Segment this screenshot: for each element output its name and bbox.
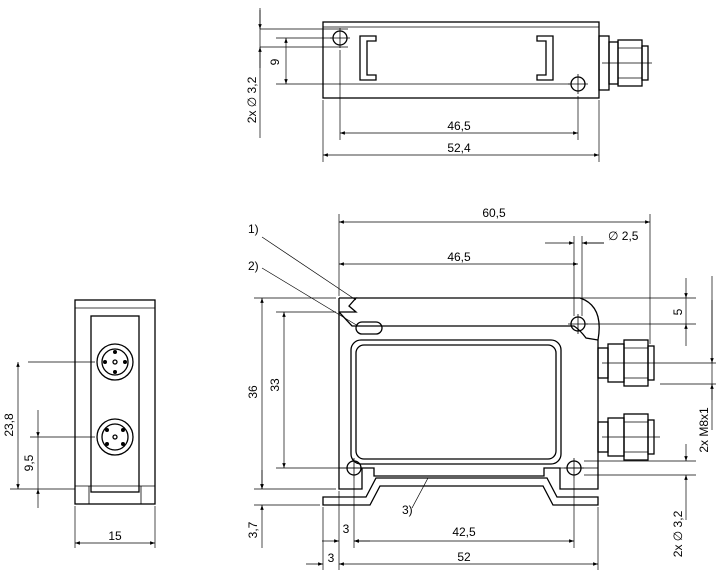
front-dim-height-body: 33 — [268, 378, 282, 392]
front-view: 1) 2) 3) — [246, 206, 716, 570]
front-dim-connector-thread: 2x M8x1 — [697, 407, 711, 453]
side-view: 23,8 9,5 15 — [2, 299, 156, 548]
side-view-dimensions — [10, 362, 156, 548]
front-dim-height-total: 36 — [246, 385, 260, 399]
callout-1: 1) — [248, 222, 259, 236]
callout-leaders — [261, 236, 429, 509]
front-view-bracket — [322, 477, 599, 506]
side-dim-height-total: 23,8 — [2, 413, 16, 437]
top-view: 2x ∅ 3,2 9 46,5 52,4 — [245, 8, 652, 162]
top-view-dimensions — [258, 8, 600, 162]
front-dim-pin-diameter: ∅ 2,5 — [608, 229, 639, 243]
top-view-body — [322, 21, 600, 99]
top-dim-body-length: 52,4 — [447, 141, 471, 155]
side-view-body — [74, 299, 156, 505]
top-dim-hole-diameter: 2x ∅ 3,2 — [245, 76, 259, 123]
front-dim-overall-length: 60,5 — [482, 206, 506, 220]
side-dim-height-lower: 9,5 — [22, 454, 36, 471]
front-view-body — [338, 297, 600, 490]
top-dim-hole-offset: 9 — [268, 58, 282, 65]
front-dim-hole-spacing-bottom: 42,5 — [452, 525, 476, 539]
front-view-dimensions — [254, 214, 716, 570]
front-dim-edge-bottom: 3 — [328, 551, 335, 565]
front-dim-hole-spacing-top: 46,5 — [447, 250, 471, 264]
front-view-hole-upper-right — [568, 314, 588, 334]
front-view-hole-lower-left — [344, 458, 364, 478]
callout-3: 3) — [402, 503, 413, 517]
front-dim-bottom-hole-diameter: 2x ∅ 3,2 — [671, 510, 685, 557]
top-dim-hole-spacing: 46,5 — [447, 119, 471, 133]
top-view-hole-upper — [330, 28, 350, 48]
side-dim-width: 15 — [108, 529, 122, 543]
front-view-connector-lower — [597, 413, 660, 461]
front-view-connector-upper — [597, 339, 716, 387]
front-dim-base-length: 52 — [457, 550, 471, 564]
callout-2: 2) — [248, 259, 259, 273]
side-view-connector-upper — [28, 343, 134, 381]
front-view-hole-lower-right — [564, 458, 584, 478]
top-view-connector — [598, 35, 652, 91]
front-dim-edge-left: 3 — [343, 522, 350, 536]
side-view-connector-lower — [30, 418, 134, 456]
front-dim-pin-offset: 5 — [671, 308, 685, 315]
top-view-hole-lower — [568, 74, 588, 94]
front-dim-bracket-height: 3,7 — [246, 521, 260, 538]
